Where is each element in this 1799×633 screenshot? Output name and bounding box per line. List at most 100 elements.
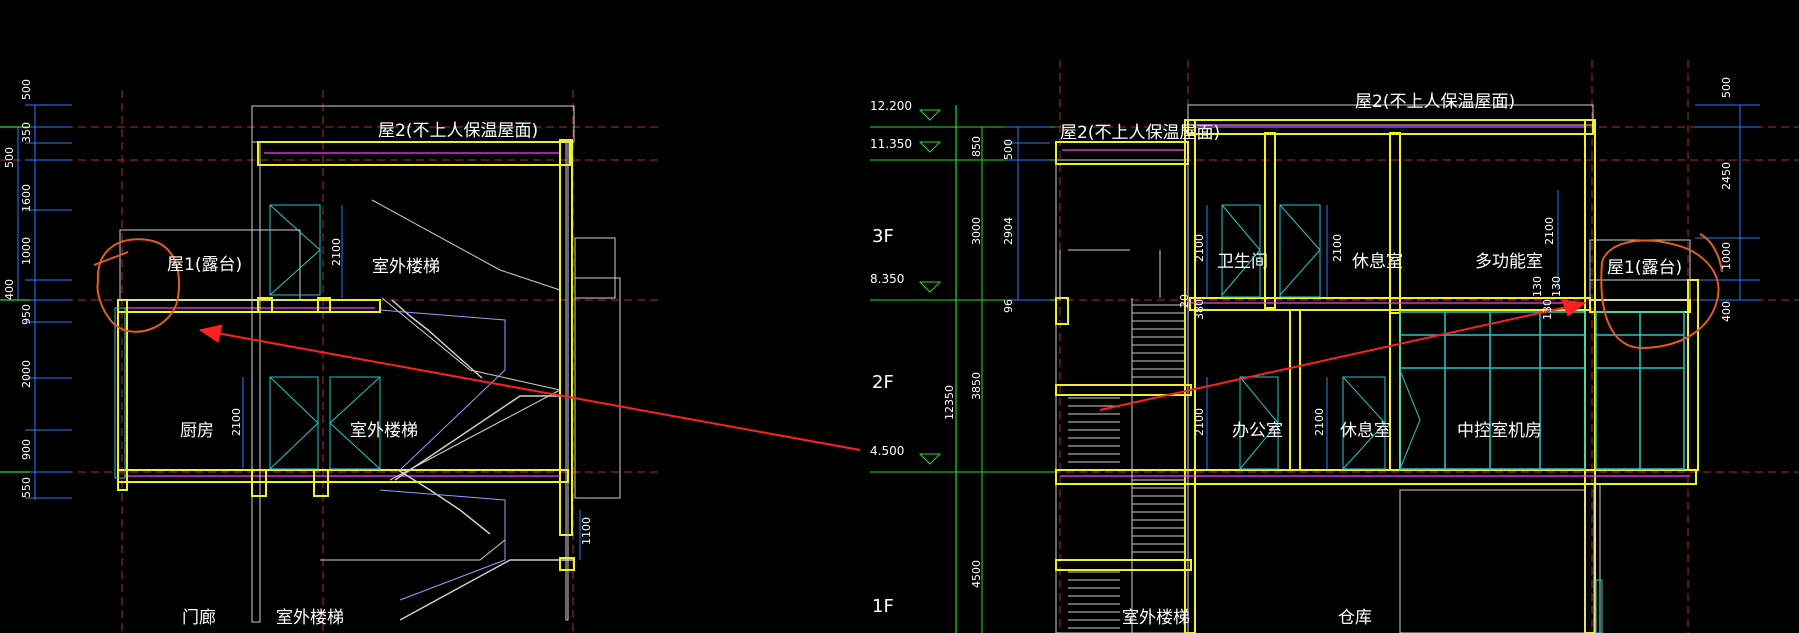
dim-text: 4500 xyxy=(970,560,983,588)
column-stub xyxy=(559,557,575,571)
stair-steps xyxy=(391,299,483,379)
window xyxy=(114,307,126,479)
dim-text: 400 xyxy=(1720,301,1733,322)
roof-parapet-outline xyxy=(1187,104,1594,126)
stair-outline xyxy=(381,297,561,391)
door-swing xyxy=(1279,204,1321,296)
dim-text: 1600 xyxy=(20,184,33,212)
dim-text: 2904 xyxy=(1002,217,1015,245)
small-dim-text: 130 xyxy=(1541,299,1554,320)
door-frame xyxy=(1279,204,1321,298)
stair-hidden-line xyxy=(379,309,506,471)
elevation-text: 11.350 xyxy=(870,137,912,151)
door-height-text: 2100 xyxy=(230,408,243,436)
label-rest-3f: 休息室 xyxy=(1352,252,1403,272)
terrace-parapet xyxy=(1589,279,1691,301)
stair-guide xyxy=(320,539,506,561)
stair-core-wall xyxy=(251,141,261,623)
stair-guide xyxy=(371,199,501,271)
terrace-parapet xyxy=(119,229,301,301)
label-warehouse: 仓库 xyxy=(1338,608,1372,628)
door-swing xyxy=(269,376,319,470)
dim-text: 500 xyxy=(3,147,16,168)
dim-text: 1000 xyxy=(1720,242,1733,270)
glazing-frame xyxy=(1399,311,1586,470)
label-roof2-side: 屋2(不上人保温屋面) xyxy=(1060,123,1220,143)
right-dimension-texts: 850 3000 3850 12350 4500 500 2904 96 500… xyxy=(943,77,1733,588)
partition-wall xyxy=(1289,309,1301,471)
partition-wall xyxy=(1389,132,1401,314)
side-balcony-outline xyxy=(574,237,616,299)
dim-text: 2000 xyxy=(20,360,33,388)
stair-landing xyxy=(1055,559,1192,571)
door-height-text: 2100 xyxy=(1313,408,1326,436)
elevation-text: 12.200 xyxy=(870,99,912,113)
door-swing xyxy=(269,204,321,296)
label-rest-2f: 休息室 xyxy=(1340,421,1391,441)
floor-label-1f: 1F xyxy=(872,596,894,617)
dim-text: 550 xyxy=(20,477,33,498)
stair-guide xyxy=(499,269,561,291)
dim-text: 500 xyxy=(1720,77,1733,98)
label-kitchen: 厨房 xyxy=(180,421,214,441)
floor-label-3f: 3F xyxy=(872,226,894,247)
left-wall xyxy=(1184,119,1196,633)
side-roof-slab xyxy=(1055,141,1189,165)
label-roof1-right: 屋1(露台) xyxy=(1607,258,1682,278)
column-stub xyxy=(257,297,273,313)
stair-steps xyxy=(397,469,491,535)
door-swing xyxy=(1239,376,1279,470)
elevation-text: 4.500 xyxy=(870,444,904,458)
dim-text: 12350 xyxy=(943,385,956,420)
label-control: 中控室机房 xyxy=(1457,421,1542,441)
right-door-height-texts: 2100 2100 2100 2100 2100 20 380 130 130 … xyxy=(1178,217,1563,436)
column-stub xyxy=(317,297,331,313)
door-height-text: 2100 xyxy=(1331,234,1344,262)
small-dim-text: 380 xyxy=(1193,299,1206,320)
floor-label-2f: 2F xyxy=(872,372,894,393)
level-triangle xyxy=(918,109,942,121)
door-swing xyxy=(1221,204,1261,296)
partition-wall xyxy=(1389,309,1401,471)
label-multi: 多功能室 xyxy=(1475,252,1543,272)
annotation-circle xyxy=(1600,239,1720,350)
column-stub xyxy=(313,469,329,497)
label-stair-lower: 室外楼梯 xyxy=(276,608,344,628)
dim-text: 350 xyxy=(20,122,33,143)
door-height-text: 2100 xyxy=(330,238,343,266)
warehouse-outline xyxy=(1399,489,1586,633)
wall-inner-line xyxy=(565,139,569,621)
dim-text: 900 xyxy=(20,439,33,460)
terrace-parapet-wall xyxy=(1687,279,1699,471)
label-toilet: 卫生间 xyxy=(1217,252,1268,272)
small-dim-text: 130 xyxy=(1550,276,1563,297)
label-office: 办公室 xyxy=(1232,421,1283,441)
label-porch: 门廊 xyxy=(182,608,216,628)
side-balcony-outline xyxy=(574,277,621,499)
dim-text: 3850 xyxy=(970,372,983,400)
label-roof1-left: 屋1(露台) xyxy=(167,255,242,275)
annotation-arrow-line xyxy=(1099,302,1586,411)
floor-slab-2f xyxy=(1055,469,1697,485)
annotation-arrow-head xyxy=(1561,299,1587,317)
dim-text: 96 xyxy=(1002,299,1015,313)
left-section-labels: 屋2(不上人保温屋面) 屋1(露台) 室外楼梯 室外楼梯 室外楼梯 厨房 门廊 xyxy=(167,121,538,628)
label-stair-mid: 室外楼梯 xyxy=(350,421,418,441)
small-dim-text: 130 xyxy=(1531,276,1544,297)
floor-slab-3f xyxy=(117,299,381,313)
dim-text: 1000 xyxy=(20,237,33,265)
floor-labels: 3F 2F 1F xyxy=(872,226,894,617)
door-swing xyxy=(329,376,381,470)
door-swing xyxy=(1342,376,1386,470)
elevation-text: 8.350 xyxy=(870,272,904,286)
door-frame xyxy=(269,376,319,470)
stair-flight xyxy=(399,559,575,621)
label-roof2-left: 屋2(不上人保温屋面) xyxy=(378,121,538,141)
annotation-circle xyxy=(1699,233,1723,273)
small-dim-text: 20 xyxy=(1178,294,1191,308)
door-height-text: 2100 xyxy=(1193,234,1206,262)
dim-text: 3000 xyxy=(970,217,983,245)
annotation-circle xyxy=(96,238,181,333)
door-swing xyxy=(1399,369,1421,470)
